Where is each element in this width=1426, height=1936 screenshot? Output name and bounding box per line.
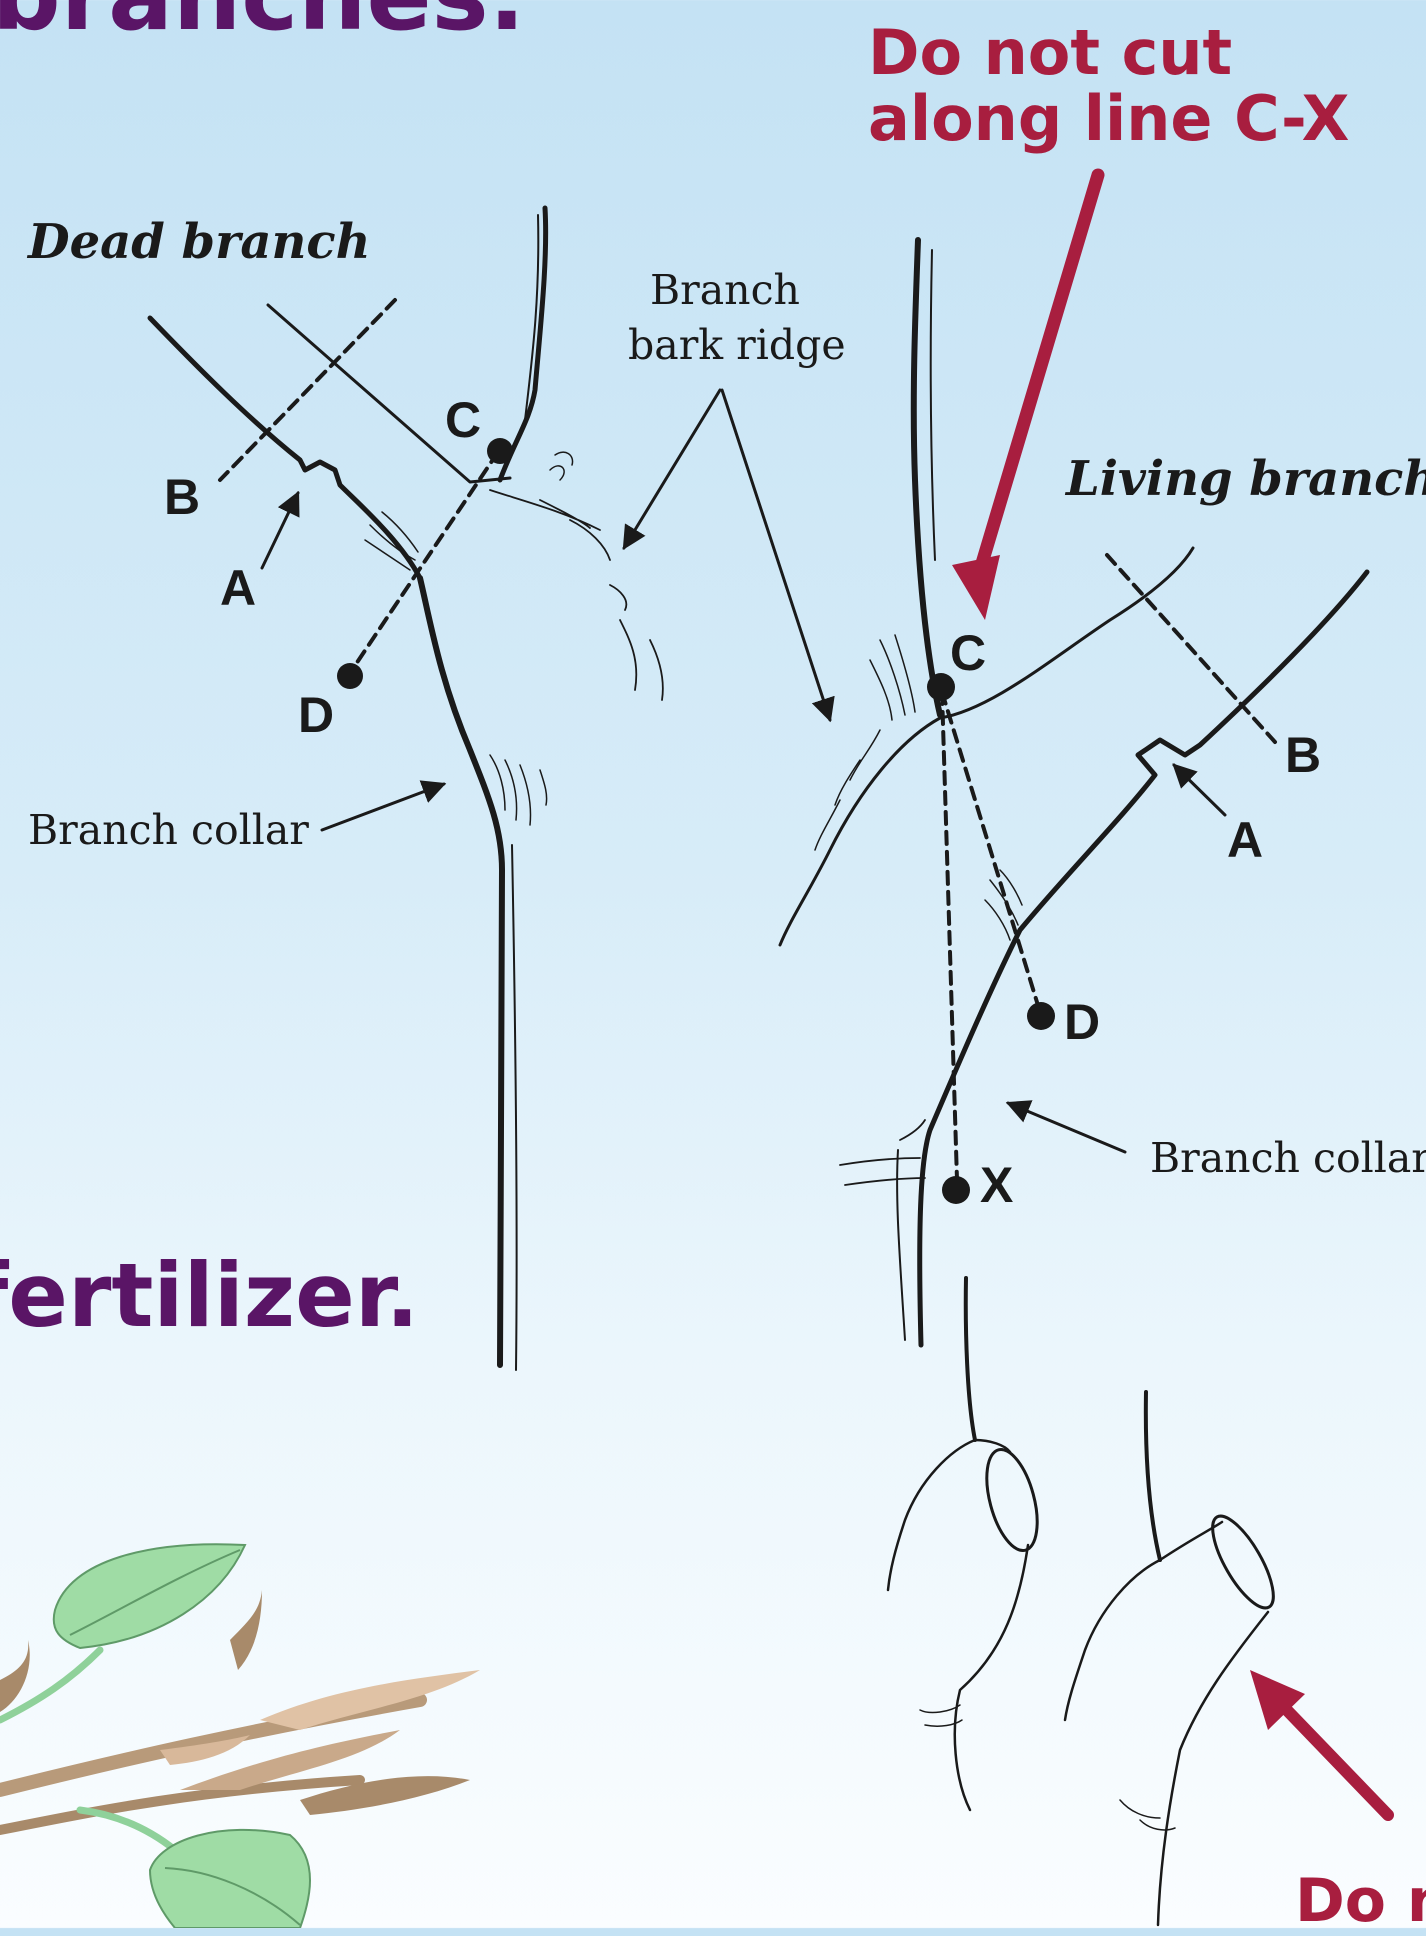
cut-warning-line1: Do not cut [868,20,1232,85]
cut-warning-line2: along line C-X [868,86,1349,151]
middle-heading: fertilizer. [0,1252,419,1340]
top-heading: branches. [0,0,525,44]
bottom-red-arrow [1250,1670,1388,1815]
bark-ridge-arrows [624,390,830,720]
bark-ridge-label-line2: bark ridge [628,325,846,366]
bark-ridge-label-line1: Branch [650,270,800,311]
leaf-branch-icon [0,1544,480,1928]
bottom-warning-partial: Do n [1295,1870,1426,1933]
red-warning-arrow [952,175,1098,620]
dead-branch-drawing [150,208,663,1370]
living-point-d: D [1064,997,1100,1047]
dead-branch-title: Dead branch [28,218,371,266]
dead-point-a: A [220,563,256,613]
small-cut-examples [888,1278,1285,1925]
dead-point-b: B [164,472,200,522]
dead-collar-label: Branch collar [28,810,309,851]
living-point-b: B [1285,730,1321,780]
living-branch-title: Living branch [1066,455,1426,503]
living-point-c: C [950,628,986,678]
living-point-a: A [1227,815,1263,865]
living-point-x: X [980,1160,1013,1210]
living-collar-label: Branch collar [1150,1138,1426,1179]
dead-point-c: C [445,395,481,445]
dead-point-d: D [298,690,334,740]
